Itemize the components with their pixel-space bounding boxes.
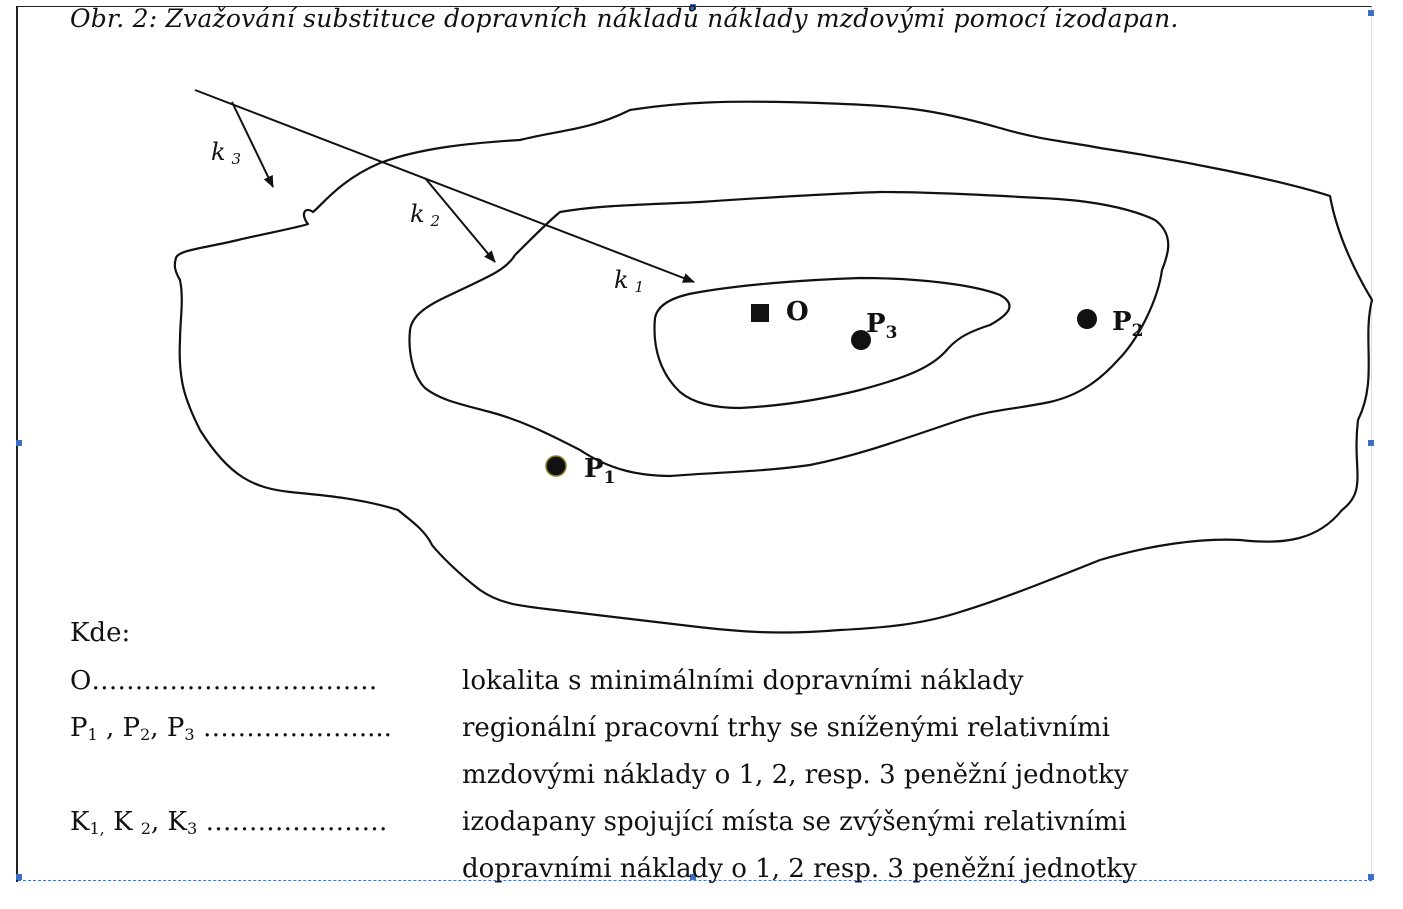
- k2-arrow: [424, 177, 496, 263]
- transport-cost-gradient-line: [194, 89, 695, 283]
- selection-handle-bottom-center[interactable]: [690, 874, 696, 880]
- selection-handle-mid-left[interactable]: [16, 440, 22, 446]
- legend-term: O……………………………: [70, 666, 378, 696]
- point-p1-label: P1: [584, 454, 615, 488]
- selection-handle-top-right[interactable]: [1368, 10, 1374, 16]
- isodapane-outer-contour: [173, 100, 1374, 634]
- location-o-label: O: [786, 297, 809, 327]
- legend-desc: dopravními náklady o 1, 2 resp. 3 peněžn…: [462, 854, 1137, 884]
- location-o-marker: [751, 304, 769, 322]
- legend-desc: lokalita s minimálními dopravními náklad…: [462, 666, 1024, 696]
- figure-caption: Obr. 2: Zvažování substituce dopravních …: [70, 4, 1179, 33]
- selection-handle-mid-right[interactable]: [1368, 440, 1374, 446]
- selection-border-bottom: [18, 880, 1372, 881]
- legend-desc: izodapany spojující místa se zvýšenými r…: [462, 807, 1127, 837]
- point-p3-marker: [851, 330, 871, 350]
- k3-arrow: [231, 101, 274, 188]
- point-p1-marker: [545, 455, 567, 477]
- isodapane-middle-contour: [408, 190, 1170, 478]
- point-p3-label: P3: [866, 309, 897, 343]
- selection-handle-bottom-right[interactable]: [1368, 874, 1374, 880]
- selection-handle-top-center[interactable]: [690, 4, 696, 10]
- legend-term: K1, K 2, K3 …………………: [70, 807, 388, 839]
- legend-desc: mzdovými náklady o 1, 2, resp. 3 peněžní…: [462, 760, 1129, 790]
- point-p2-marker: [1077, 309, 1097, 329]
- legend-term: P1 , P2, P3 ………………....: [70, 713, 392, 745]
- point-p2-label: P2: [1112, 307, 1143, 341]
- legend-desc: regionální pracovní trhy se sníženými re…: [462, 713, 1110, 743]
- legend-heading: Kde:: [70, 618, 131, 648]
- selection-handle-bottom-left[interactable]: [16, 874, 22, 880]
- isodapane-inner-contour: [653, 276, 1011, 410]
